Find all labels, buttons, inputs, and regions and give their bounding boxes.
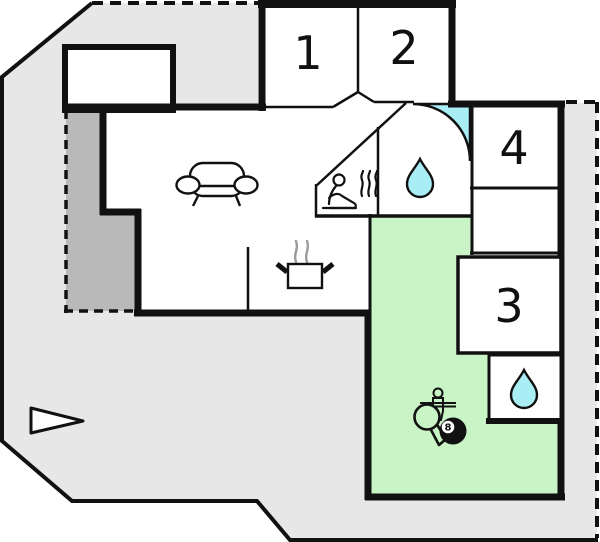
steam-icon	[293, 239, 299, 264]
storage-room	[62, 44, 176, 113]
stove-pot-icon	[275, 239, 335, 290]
steam-icon	[374, 169, 379, 198]
ball-digit: 8	[445, 423, 452, 434]
room-label-2: 2	[389, 21, 418, 75]
billiard-8ball-icon: 8	[439, 417, 467, 445]
shower-corner-icon	[412, 102, 472, 162]
bedrooms-block	[258, 0, 455, 108]
sofa-icon	[175, 161, 259, 207]
steam-icon	[304, 239, 310, 264]
room-label-1: 1	[293, 26, 322, 80]
steam-icon	[360, 169, 365, 198]
room-label-3: 3	[494, 279, 523, 333]
water-drop-icon	[405, 156, 435, 199]
foosball-player-icon	[420, 387, 456, 421]
sauna-person-icon	[321, 169, 379, 210]
steam-icon	[367, 169, 372, 198]
water-drop-icon	[509, 367, 539, 410]
table-tennis-paddle-icon	[413, 403, 448, 447]
north-arrow-icon	[29, 406, 85, 435]
plot-boundary-dashed	[64, 1, 599, 538]
room-label-4: 4	[499, 121, 528, 175]
exterior-walls	[63, 0, 565, 501]
bedroom-3	[456, 255, 563, 355]
